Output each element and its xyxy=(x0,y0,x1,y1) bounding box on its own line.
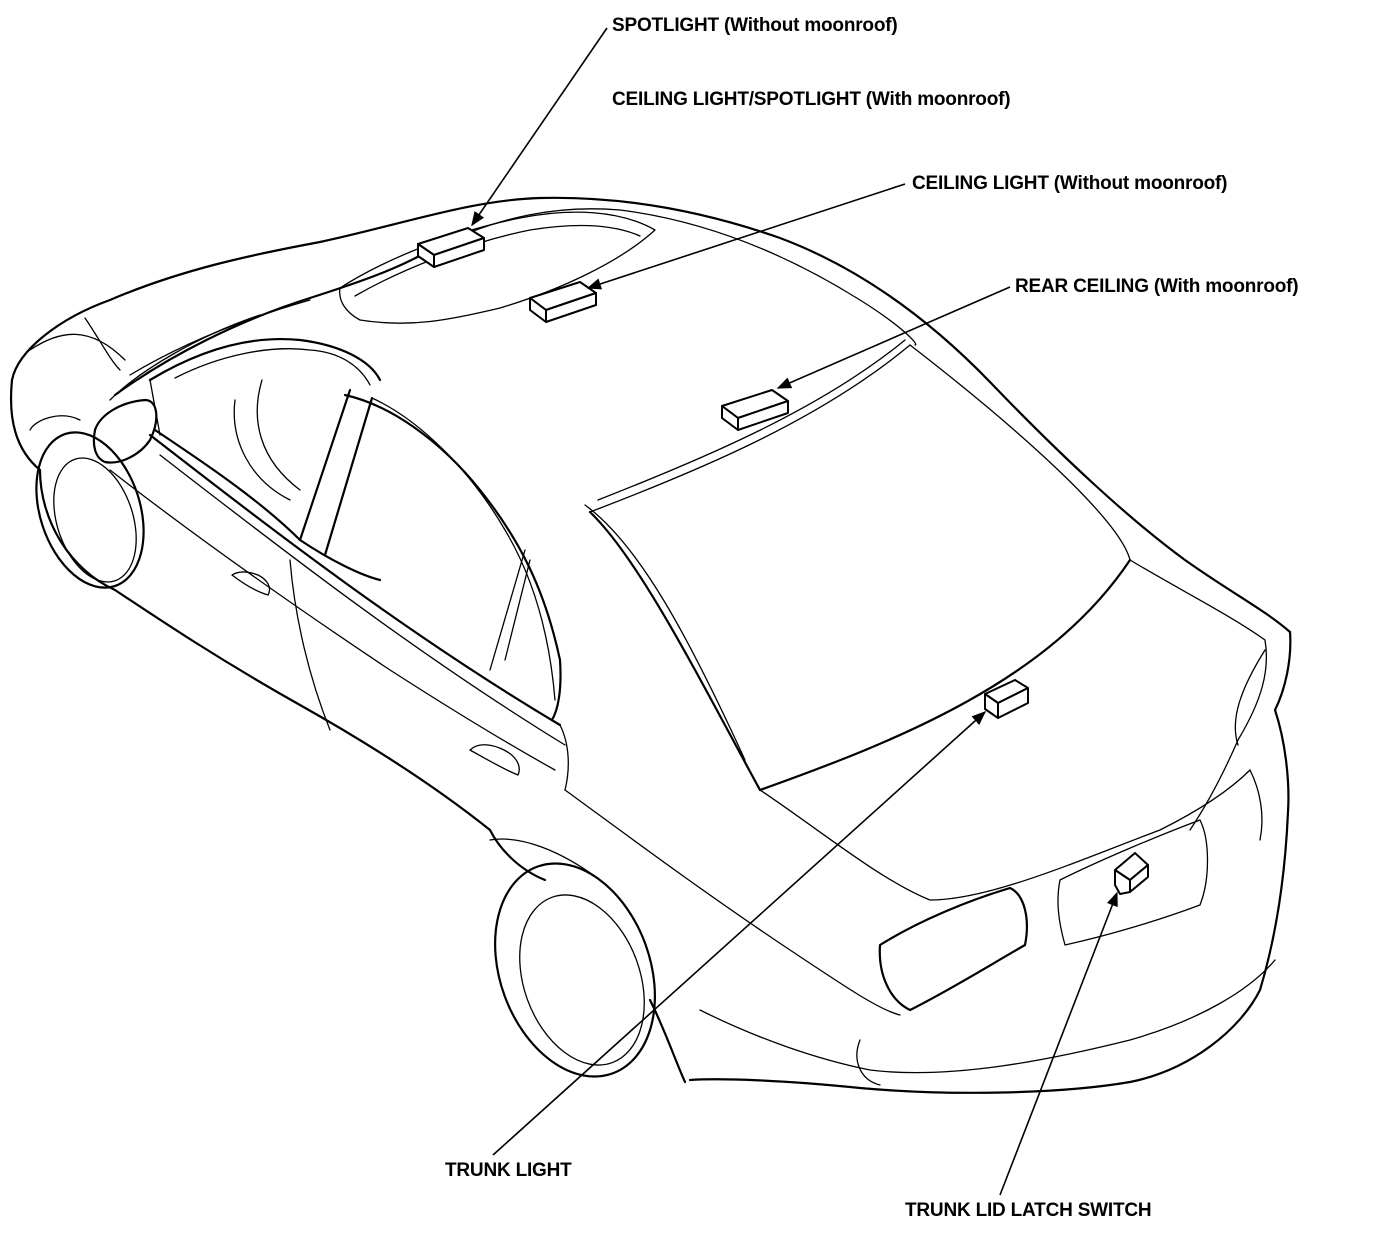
leader-trunk-lid-latch-switch xyxy=(999,891,1118,1196)
label-trunk-lid-latch-switch: TRUNK LID LATCH SWITCH xyxy=(905,1200,1152,1221)
label-rear-ceiling-with-moonroof: REAR CEILING (With moonroof) xyxy=(1015,276,1299,297)
leader-spotlight xyxy=(471,27,608,227)
car-side xyxy=(92,337,901,1016)
label-ceiling-light-without-moonroof: CEILING LIGHT (Without moonroof) xyxy=(912,173,1228,194)
label-spotlight-without-moonroof: SPOTLIGHT (Without moonroof) xyxy=(612,15,898,36)
ceiling-light-unit xyxy=(529,281,597,323)
car-trunk xyxy=(699,559,1276,1086)
front-wheel xyxy=(29,415,145,589)
rear-ceiling-unit xyxy=(721,389,789,431)
leader-rear-ceiling xyxy=(776,286,1011,389)
rear-wheel xyxy=(489,838,687,1084)
leader-trunk-light xyxy=(492,711,987,1156)
leader-lines xyxy=(471,27,1118,1196)
car-rear-window xyxy=(584,344,1132,792)
label-ceiling-spotlight-with-moonroof: CEILING LIGHT/SPOTLIGHT (With moonroof) xyxy=(612,89,1011,110)
trunk-lid-latch-switch-unit xyxy=(1114,852,1149,895)
leader-ceiling-light xyxy=(586,183,906,290)
car-roof xyxy=(113,208,917,513)
label-trunk-light: TRUNK LIGHT xyxy=(445,1160,572,1181)
trunk-light-unit xyxy=(984,679,1029,719)
spotlight-unit xyxy=(417,227,485,268)
